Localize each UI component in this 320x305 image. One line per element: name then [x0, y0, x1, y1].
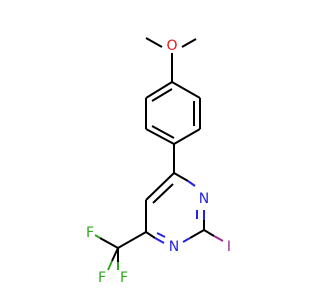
bond-c2-i-a: [203, 229, 215, 237]
atom-fluorine-bottom: F: [120, 270, 128, 286]
bond-ring-6: [145, 81, 173, 99]
bond-o-ch3: [181, 38, 197, 48]
bond-c5-c4: [145, 172, 175, 201]
bond-c4-n3-b: [187, 180, 196, 187]
bond-c5-c4-inner: [152, 183, 174, 204]
bond-cf3-f-left-a: [99, 237, 119, 249]
bond-c2-n1-a: [189, 229, 205, 239]
bond-c6-cf3: [117, 231, 147, 249]
bond-cf3-f-left-b: [94, 234, 101, 239]
bond-ring-4: [145, 128, 175, 145]
atom-fluorine-left: F: [86, 225, 94, 241]
atom-oxygen: O: [166, 38, 177, 54]
bond-ring-3: [173, 128, 201, 145]
molecule-diagram: O N N I F F F: [86, 37, 231, 286]
bond-c2-i-b: [213, 235, 224, 242]
atom-nitrogen-bottom: N: [169, 239, 179, 255]
bond-n1-c6-a: [154, 237, 165, 244]
atom-iodine: I: [227, 239, 231, 255]
atom-fluorine-top: F: [98, 270, 106, 286]
bond-cf3-f-mid-a: [111, 247, 119, 262]
bond-c4-n3-a: [173, 172, 189, 182]
atom-nitrogen-top: N: [199, 191, 209, 207]
bond-n1-c6-inner: [156, 232, 166, 238]
bond-cf3-f-mid-b: [107, 260, 113, 271]
structure-canvas: O N N I F F F: [86, 37, 231, 286]
bond-methyl-o: [145, 37, 163, 48]
bond-n1-c6-b: [145, 231, 156, 239]
bond-ring-4-inner: [151, 125, 175, 139]
bond-c2-n1-b: [182, 237, 191, 243]
bond-ring-1: [171, 81, 201, 99]
bond-ring-6-inner: [151, 88, 173, 102]
